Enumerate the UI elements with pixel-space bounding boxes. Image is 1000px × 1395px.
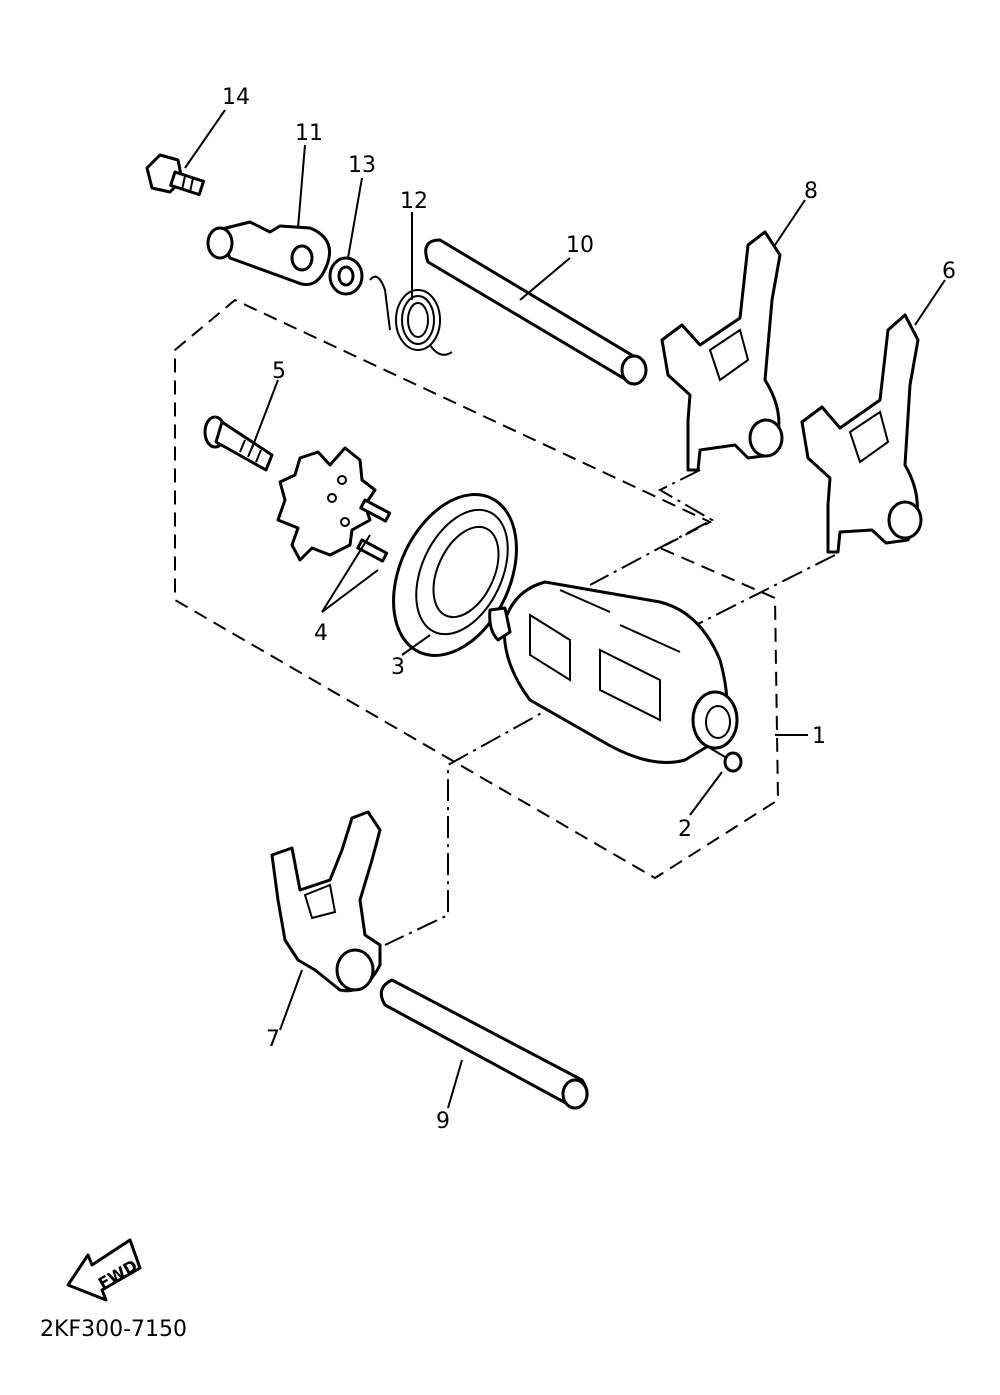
callout-1: 1 (812, 724, 826, 749)
callout-7: 7 (266, 1027, 280, 1052)
callout-5: 5 (272, 359, 286, 384)
part-10-shaft (424, 238, 648, 386)
reference-line-fork-7 (384, 699, 566, 946)
callout-13: 13 (348, 153, 376, 178)
callout-14: 14 (222, 85, 250, 110)
callout-8: 8 (804, 179, 818, 204)
part-3-bearing (392, 493, 518, 657)
callout-2: 2 (678, 817, 692, 842)
leader-lines (184, 109, 946, 1109)
part-13-washer (328, 256, 364, 296)
part-11-lever (206, 220, 331, 286)
callout-10: 10 (566, 233, 594, 258)
callout-6: 6 (942, 259, 956, 284)
reference-line-fork-6 (689, 554, 836, 629)
reference-line-fork-8 (589, 469, 715, 586)
part-9-shaft (379, 978, 589, 1110)
callout-3: 3 (391, 655, 405, 680)
drawing-code: 2KF300-7150 (40, 1317, 187, 1342)
part-6-shift-fork (800, 313, 923, 554)
fwd-arrow-icon: FWD (66, 1238, 142, 1302)
part-1-shift-drum (488, 580, 739, 764)
part-14-bolt (145, 153, 206, 197)
part-2-screw (704, 744, 743, 773)
part-5-bolt (203, 415, 274, 472)
assembly-boundary (174, 298, 780, 880)
part-8-shift-fork (660, 230, 784, 472)
callout-4: 4 (314, 621, 328, 646)
callout-11: 11 (295, 121, 323, 146)
part-7-shift-fork (270, 810, 382, 993)
part-4-pins (356, 498, 392, 563)
segment-plate (276, 446, 377, 562)
callout-12: 12 (400, 189, 428, 214)
callout-9: 9 (436, 1109, 450, 1134)
part-12-spring (369, 275, 453, 356)
